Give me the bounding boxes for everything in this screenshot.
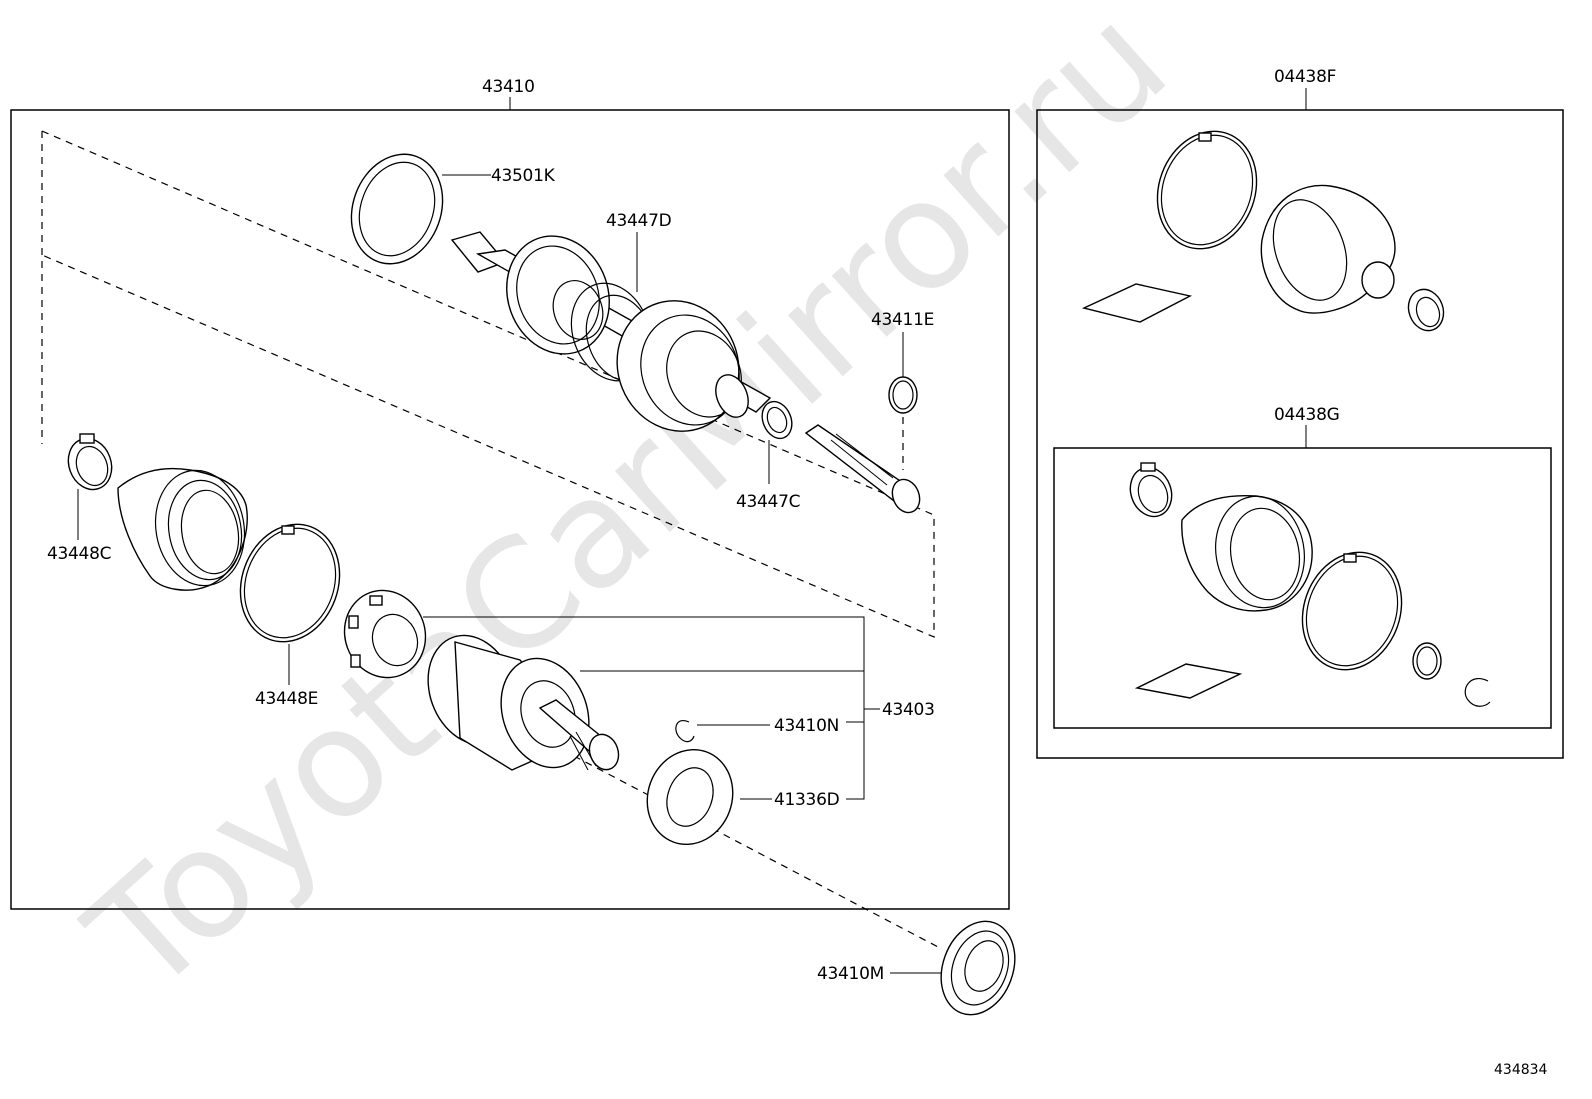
lower-boot-drawing [117, 467, 248, 591]
label-43501k[interactable]: 43501K [491, 166, 556, 186]
oil-seal-43410m-drawing [940, 920, 1016, 1016]
label-43410[interactable]: 43410 [482, 77, 535, 97]
snap-ring-43410n-drawing [675, 720, 695, 743]
kit-g-band-drawing [1301, 551, 1403, 671]
clamp-43448c-drawing [67, 433, 113, 491]
bracket-43403 [423, 616, 865, 800]
kit-g-circlip [1464, 678, 1491, 707]
label-04438f[interactable]: 04438F [1274, 67, 1336, 87]
label-43411e[interactable]: 43411E [871, 310, 934, 330]
boot-kit-g-frame [1053, 447, 1552, 729]
band-43448e-drawing [239, 523, 341, 643]
cage-drawing [343, 589, 427, 679]
kit-f-clamp-drawing [1407, 288, 1445, 332]
label-43447c[interactable]: 43447C [736, 492, 800, 512]
outer-race-drawing [427, 634, 620, 771]
label-04438g[interactable]: 04438G [1274, 405, 1340, 425]
ring-43501k-drawing [350, 153, 444, 265]
figure-id: 434834 [1494, 1062, 1548, 1078]
kit-g-grease-pack [1134, 663, 1243, 699]
label-43410n[interactable]: 43410N [774, 716, 839, 736]
label-43410m[interactable]: 43410M [817, 964, 884, 984]
dashed-guide-shaft [573, 755, 941, 949]
kit-g-clamp-drawing [1129, 462, 1173, 518]
dashed-guide-diagonal [41, 130, 935, 638]
label-41336d[interactable]: 41336D [774, 790, 840, 810]
label-43403[interactable]: 43403 [882, 700, 935, 720]
kit-f-boot-drawing [1260, 184, 1396, 314]
deflector-41336d-drawing [646, 748, 734, 846]
label-43448e[interactable]: 43448E [255, 689, 318, 709]
kit-g-boot-drawing [1181, 494, 1313, 612]
kit-f-band-drawing [1156, 130, 1258, 250]
label-43447d[interactable]: 43447D [606, 211, 672, 231]
boot-kit-f-frame [1036, 109, 1564, 759]
upper-shaft-assembly [450, 231, 921, 514]
kit-f-grease-pack [1081, 283, 1193, 323]
label-43448c[interactable]: 43448C [47, 544, 111, 564]
